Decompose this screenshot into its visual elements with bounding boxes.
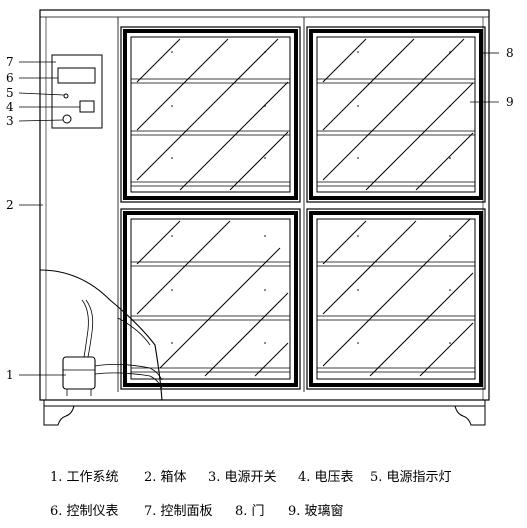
power-indicator-lamp bbox=[63, 93, 69, 99]
working-system bbox=[39, 269, 163, 401]
callout-3: 3 bbox=[6, 114, 14, 128]
glass-window-bottom-right bbox=[322, 218, 474, 377]
legend-item-6: 6. 控制仪表 bbox=[50, 504, 119, 519]
legend-item-8: 8. 门 bbox=[235, 504, 265, 519]
legend-item-1: 1. 工作系统 bbox=[50, 470, 119, 485]
legend-item-7: 7. 控制面板 bbox=[144, 504, 213, 519]
cabinet-body bbox=[39, 9, 490, 401]
control-meter-display bbox=[57, 67, 96, 84]
callout-6: 6 bbox=[6, 71, 14, 85]
door-top-left bbox=[120, 26, 301, 203]
voltmeter bbox=[79, 100, 95, 113]
working-system-unit bbox=[62, 356, 96, 390]
power-switch bbox=[62, 114, 72, 124]
right-foot bbox=[454, 405, 486, 426]
callout-8: 8 bbox=[506, 46, 514, 60]
callout-9: 9 bbox=[506, 95, 514, 109]
legend-item-3: 3. 电源开关 bbox=[208, 470, 277, 485]
shelf-dots bbox=[171, 51, 451, 344]
leader-lines bbox=[18, 52, 499, 376]
legend-item-5: 5. 电源指示灯 bbox=[370, 470, 452, 485]
callout-2: 2 bbox=[6, 198, 14, 212]
leader-5 bbox=[18, 92, 65, 96]
left-foot bbox=[43, 405, 75, 426]
control-panel bbox=[51, 54, 103, 129]
cabinet-base bbox=[43, 399, 486, 426]
cabinet-diagram: 7 6 5 4 3 2 1 8 9 bbox=[6, 9, 514, 426]
legend-item-4: 4. 电压表 bbox=[298, 470, 354, 485]
callout-7: 7 bbox=[6, 55, 14, 69]
glass-window-top-left bbox=[136, 38, 289, 191]
callout-1: 1 bbox=[6, 368, 14, 382]
callout-5: 5 bbox=[6, 86, 14, 100]
legend-item-9: 9. 玻璃窗 bbox=[288, 504, 344, 519]
legend-item-2: 2. 箱体 bbox=[144, 470, 187, 485]
glass-window-bottom-left bbox=[136, 220, 289, 377]
door-bottom-left bbox=[120, 208, 301, 390]
callout-4: 4 bbox=[6, 100, 14, 114]
door-top-right bbox=[306, 26, 486, 203]
door-bottom-right bbox=[306, 208, 486, 390]
glass-window-top-right bbox=[322, 38, 474, 191]
leader-3 bbox=[18, 119, 64, 122]
